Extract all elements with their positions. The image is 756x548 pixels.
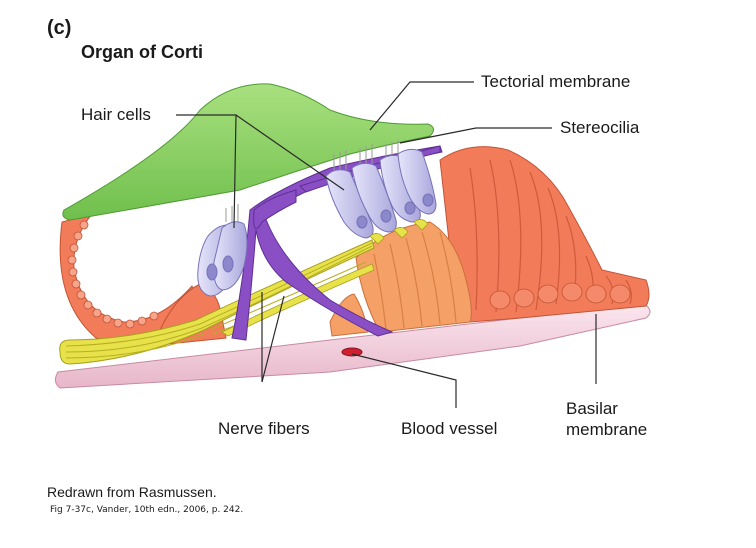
- label-stereocilia: Stereocilia: [560, 118, 640, 137]
- blood-vessel: [341, 347, 363, 357]
- citation-text: Fig 7-37c, Vander, 10th edn., 2006, p. 2…: [50, 505, 244, 515]
- inner-sulcus-cell-row: [67, 220, 159, 329]
- tectorial-membrane: [62, 83, 434, 221]
- claudius-cells: [489, 282, 631, 310]
- hair-cells-leader-branch: [235, 114, 345, 191]
- blood-vessel-leader: [351, 353, 457, 408]
- credit-text: Redrawn from Rasmussen.: [47, 484, 217, 500]
- label-tectorial-membrane: Tectorial membrane: [481, 72, 631, 91]
- label-basilar-line1: Basilar: [566, 399, 618, 418]
- panel-letter: (c): [47, 17, 72, 39]
- label-hair-cells: Hair cells: [81, 105, 151, 124]
- tectorial-leader: [369, 81, 474, 131]
- stereocilia: [225, 140, 399, 222]
- nerve-endings: [369, 219, 429, 245]
- outer-hair-cells: [325, 148, 437, 239]
- phalangeal-cell-lines: [373, 231, 457, 331]
- diagram-title: Organ of Corti: [81, 42, 203, 62]
- nerve-fibers-leader-branch: [261, 295, 285, 383]
- label-basilar-membrane: Basilar membrane: [566, 398, 647, 440]
- label-blood-vessel: Blood vessel: [401, 419, 498, 438]
- outer-supporting-cells: [439, 146, 650, 323]
- stereocilia-leader: [399, 127, 552, 144]
- label-nerve-fibers: Nerve fibers: [218, 419, 310, 438]
- inner-hair-cells: [197, 221, 248, 297]
- leader-lines: [176, 81, 597, 408]
- label-basilar-line2: membrane: [566, 420, 648, 439]
